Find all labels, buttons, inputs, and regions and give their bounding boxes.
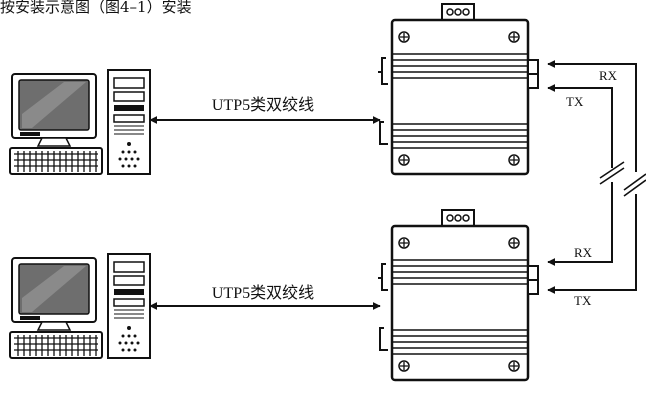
computer-icon bbox=[9, 253, 151, 359]
cable-label-lower: UTP5类双绞线 bbox=[212, 284, 314, 302]
media-converter-icon bbox=[376, 208, 540, 382]
cable-label-upper: UTP5类双绞线 bbox=[212, 96, 314, 114]
fiber-upper-rx bbox=[547, 60, 637, 172]
rx-label-upper: RX bbox=[599, 68, 618, 83]
media-converter-icon bbox=[376, 2, 540, 176]
diagram-caption: 按安装示意图（图4–1）安装 bbox=[0, 0, 192, 16]
tx-label-upper: TX bbox=[566, 94, 584, 109]
computer-icon bbox=[9, 69, 151, 175]
tx-label-lower: TX bbox=[574, 293, 592, 308]
fiber-lower-tx bbox=[547, 194, 637, 294]
rx-label-lower: RX bbox=[574, 245, 593, 260]
